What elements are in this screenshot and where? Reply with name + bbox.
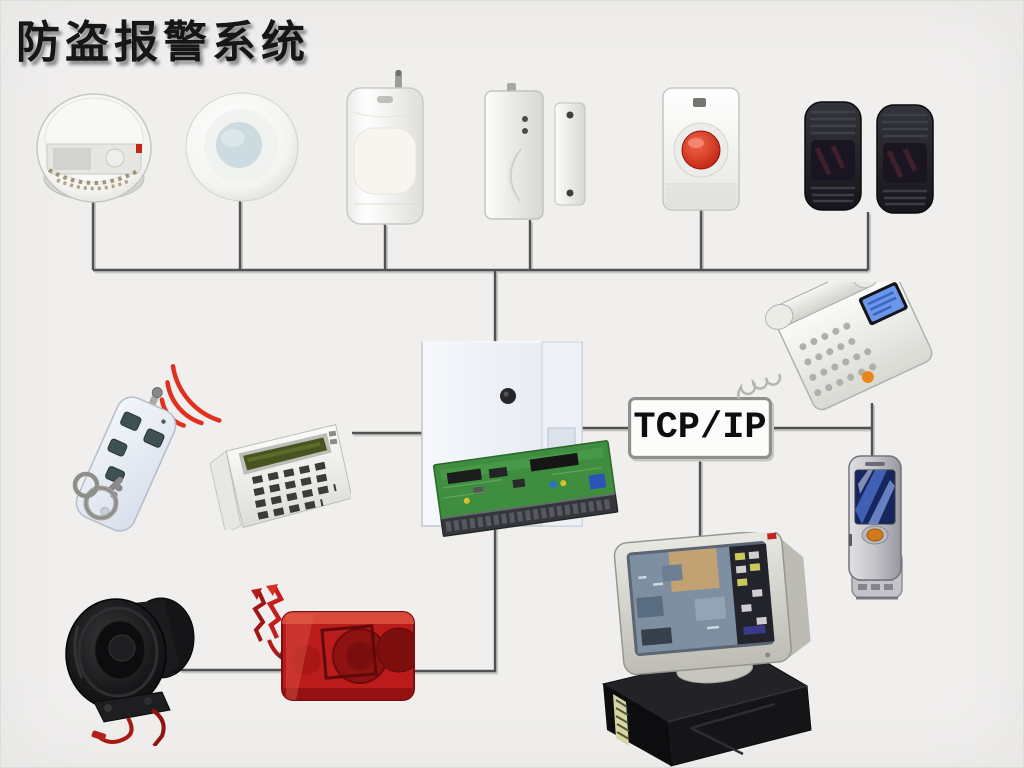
wall-pir-motion-sensor-image xyxy=(343,70,427,226)
alarm-keypad-image xyxy=(209,418,351,530)
horn-siren-speaker-image xyxy=(64,588,199,746)
phone-cord xyxy=(737,373,782,400)
ceiling-pir-detector-image xyxy=(183,90,301,204)
mobile-nav-key xyxy=(866,528,884,542)
dvr-chassis xyxy=(601,649,812,767)
tcp-ip-label-box: TCP/IP xyxy=(628,397,772,459)
keyring xyxy=(72,471,123,521)
crt-monitor xyxy=(613,532,811,684)
emergency-panic-button-image xyxy=(656,86,744,214)
smoke-detector-image xyxy=(33,88,155,206)
red-strobe-siren-image xyxy=(236,584,418,706)
alarm-pcb xyxy=(432,440,619,537)
pir-fresnel-lens xyxy=(353,127,417,195)
smoke-detector-led xyxy=(136,144,142,153)
panic-red-button xyxy=(681,130,721,170)
siren-wire xyxy=(266,584,285,639)
infrared-beam-detector-pair-image xyxy=(803,96,935,218)
remote-control-keyfob-image xyxy=(70,364,260,536)
alarm-control-panel-image xyxy=(414,336,622,538)
phone-handset xyxy=(764,282,880,330)
cabinet-lock-knob xyxy=(500,388,516,404)
tcp-ip-label: TCP/IP xyxy=(633,407,767,449)
landline-telephone-image xyxy=(733,282,973,414)
monitoring-computer-dvr-image xyxy=(595,532,815,768)
mobile-phone-image xyxy=(840,450,910,604)
monitor-screen xyxy=(629,543,775,654)
page-title: 防盗报警系统 xyxy=(16,17,310,68)
door-window-magnetic-contact-image xyxy=(483,83,587,225)
phone-orange-key xyxy=(861,371,874,384)
magnet-part xyxy=(554,102,586,206)
